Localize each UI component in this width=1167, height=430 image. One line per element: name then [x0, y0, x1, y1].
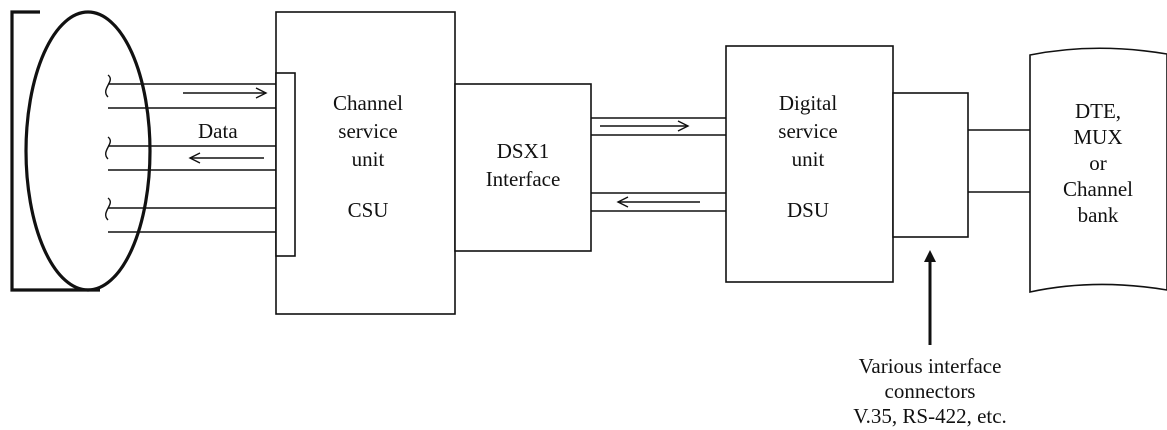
arrow-up-icon: [924, 250, 936, 345]
dsx1-dsu-links: [591, 117, 726, 212]
dsu-label-line: service: [778, 119, 837, 143]
dsu-label-line: unit: [792, 147, 825, 171]
connectors-note-line: connectors: [885, 379, 976, 403]
wire-squiggle: [105, 74, 111, 98]
arrow-right-icon: [183, 87, 268, 99]
dte-label-line: or: [1089, 151, 1107, 175]
arrow-right-icon: [600, 120, 690, 132]
dsu-label-line: DSU: [787, 198, 829, 222]
cable-wire-pairs: [105, 74, 276, 233]
dte-label: DTE, MUX or Channel bank: [1063, 99, 1133, 227]
dsu-box: [725, 45, 894, 283]
cable-bracket: [10, 10, 100, 292]
dte-box: [1029, 47, 1167, 293]
csu-label-line: unit: [352, 147, 385, 171]
dsu-label-line: Digital: [779, 91, 837, 115]
dte-label-line: MUX: [1073, 125, 1122, 149]
connectors-note-line: V.35, RS-422, etc.: [853, 404, 1007, 428]
dsu-label: Digital service unit DSU: [778, 91, 837, 222]
wire-squiggle: [105, 136, 111, 160]
dsx1-box: [454, 83, 592, 252]
csu-label-line: CSU: [348, 198, 389, 222]
cable-end: [10, 10, 152, 292]
dte-label-line: Channel: [1063, 177, 1133, 201]
cable-ellipse: [24, 10, 152, 292]
dte-label-line: DTE,: [1075, 99, 1121, 123]
arrow-left-icon: [188, 152, 264, 164]
connectors-note-line: Various interface: [859, 354, 1002, 378]
csu-label-line: Channel: [333, 91, 403, 115]
dte-label-line: bank: [1078, 203, 1119, 227]
dsx1-label-line: Interface: [486, 167, 561, 191]
dsx1-label: DSX1 Interface: [486, 139, 561, 191]
connectors-note: Various interface connectors V.35, RS-42…: [853, 354, 1007, 428]
arrow-left-icon: [616, 196, 700, 208]
csu-connector-plate: [275, 72, 296, 257]
dsx1-label-line: DSX1: [497, 139, 550, 163]
data-label: Data: [198, 119, 238, 143]
csu-label: Channel service unit CSU: [333, 91, 403, 222]
wire-squiggle: [105, 197, 111, 221]
csu-label-line: service: [338, 119, 397, 143]
interface-connector-block: [892, 92, 969, 238]
